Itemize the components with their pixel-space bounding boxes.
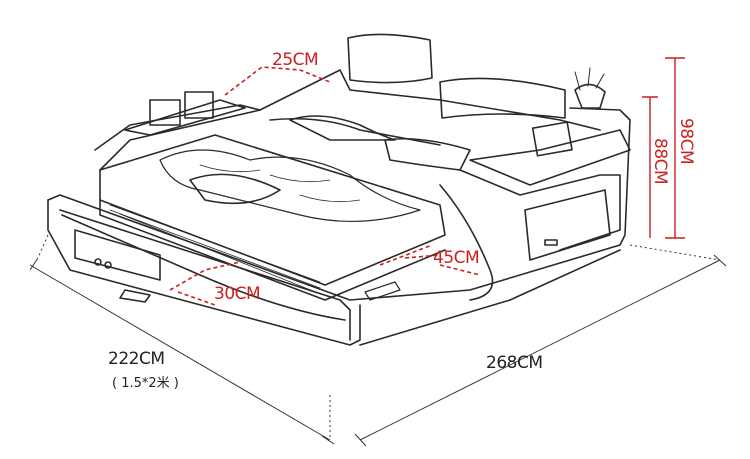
pillow-left bbox=[189, 173, 281, 205]
left-shelf-frame bbox=[184, 91, 214, 119]
dim-line-25cm bbox=[224, 66, 331, 96]
footboard-front bbox=[47, 199, 361, 346]
base-skirt bbox=[359, 249, 621, 346]
left-shelf-books bbox=[149, 99, 181, 126]
plant-leaves bbox=[574, 67, 605, 91]
dim-label-30cm: 30CM bbox=[214, 284, 261, 304]
dim-label-98cm: 98CM bbox=[676, 118, 696, 165]
drawer-handle bbox=[544, 239, 558, 246]
leader-lines bbox=[37, 234, 721, 440]
headrest-left bbox=[347, 33, 433, 84]
foot-knob-2 bbox=[104, 261, 112, 269]
side-remote bbox=[364, 281, 401, 301]
foot-handle bbox=[119, 289, 151, 303]
dim-label-25cm: 25CM bbox=[272, 50, 319, 70]
dim-line-88cm bbox=[642, 96, 658, 238]
dim-line-98cm bbox=[665, 57, 685, 239]
footboard-curve bbox=[61, 214, 346, 321]
blanket bbox=[159, 149, 421, 223]
foot-knob-1 bbox=[94, 258, 102, 266]
footboard-top bbox=[59, 209, 351, 341]
dim-line-30cm bbox=[169, 261, 241, 306]
mattress-stripes bbox=[109, 204, 321, 294]
right-drawer bbox=[524, 189, 611, 261]
blanket-folds bbox=[199, 164, 361, 203]
tablet bbox=[531, 121, 573, 157]
dim-line-222cm bbox=[29, 257, 335, 445]
mattress-side bbox=[99, 199, 446, 301]
pillow-right bbox=[384, 137, 471, 171]
dim-label-268cm: 268CM bbox=[486, 353, 543, 373]
dim-label-size-note: ( 1.5*2米 ) bbox=[112, 376, 179, 391]
left-shelf bbox=[124, 99, 246, 136]
left-side-panel bbox=[94, 104, 261, 171]
foot-storage bbox=[74, 229, 161, 281]
right-console bbox=[469, 129, 631, 186]
dim-line-268cm bbox=[354, 254, 727, 447]
bed-base-outline bbox=[47, 107, 631, 301]
dim-line-45cm bbox=[379, 244, 481, 276]
dim-label-45cm: 45CM bbox=[433, 248, 480, 268]
dim-label-222cm: 222CM bbox=[108, 349, 165, 369]
headrest-right bbox=[439, 77, 566, 119]
dim-label-88cm: 88CM bbox=[650, 138, 670, 185]
headboard-lower bbox=[269, 117, 441, 146]
side-curve bbox=[439, 184, 494, 301]
